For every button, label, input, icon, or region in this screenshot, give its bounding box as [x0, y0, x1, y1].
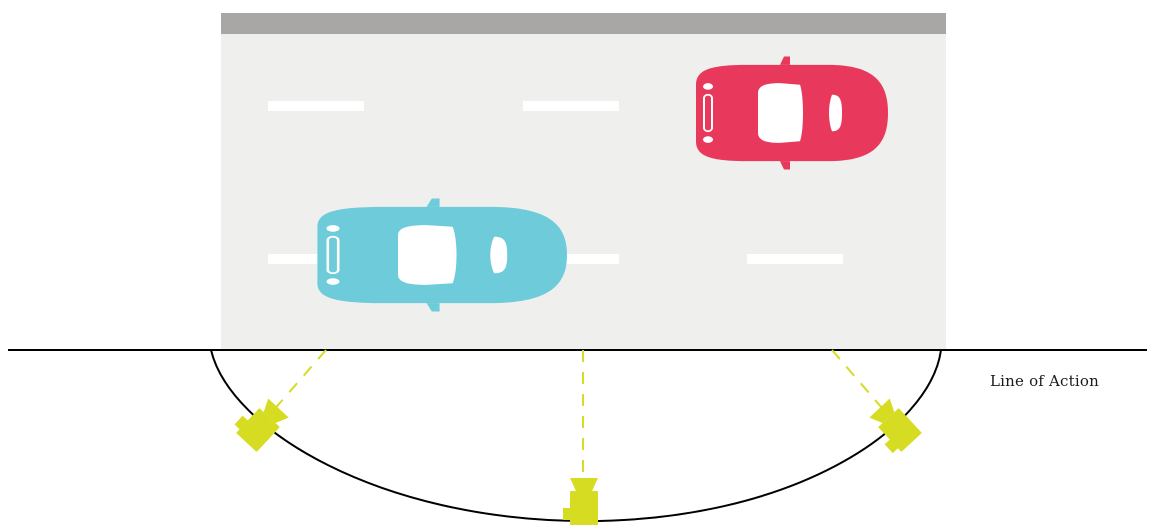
- lane-marking: [268, 254, 364, 264]
- road: [221, 13, 946, 350]
- lane-marking: [747, 254, 843, 264]
- lane-marking: [268, 101, 364, 111]
- road-edge: [221, 13, 946, 34]
- sight-line-right: [831, 349, 883, 409]
- sight-line-left: [271, 349, 327, 413]
- lane-marking: [523, 254, 619, 264]
- lane-marking: [523, 101, 619, 111]
- line-of-action-label: Line of Action: [990, 372, 1099, 390]
- sight-lines: [271, 349, 883, 488]
- camera-center-icon: [563, 478, 598, 525]
